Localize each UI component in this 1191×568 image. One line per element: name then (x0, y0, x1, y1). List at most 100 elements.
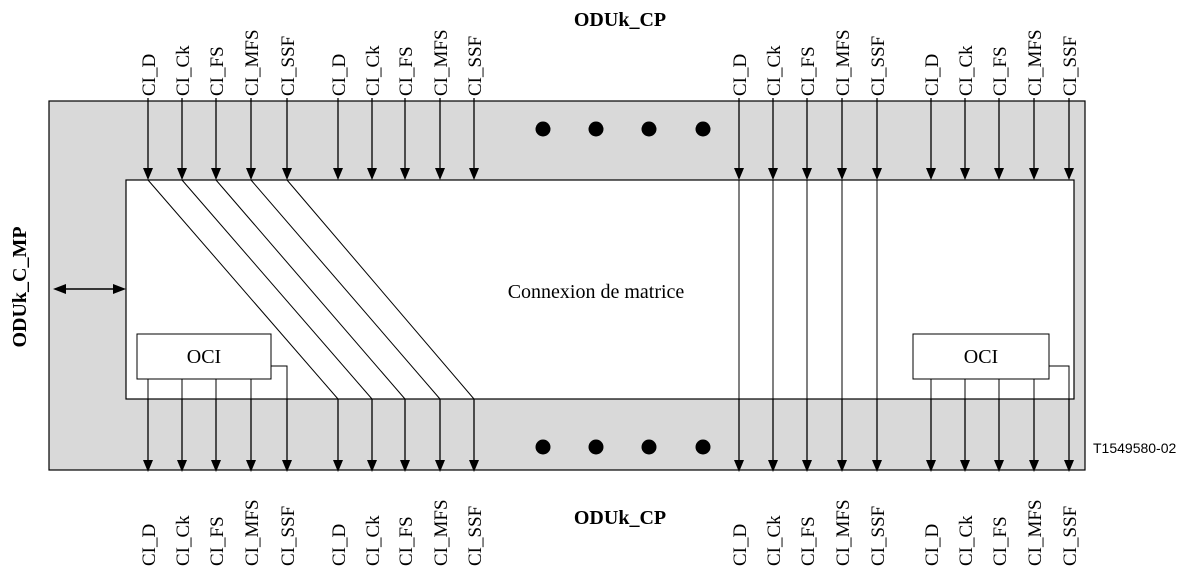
top-signal-label: CI_MFS (833, 29, 854, 96)
bottom-signal-label: CI_MFS (242, 499, 263, 566)
bottom-arrow-ci_mfs (435, 399, 445, 472)
top-signal-label: CI_FS (396, 46, 417, 96)
top-signal-label: CI_FS (798, 46, 819, 96)
oci-right-label: OCI (964, 346, 998, 368)
matrix-connection-lines (147, 179, 1070, 400)
bottom-arrow-ci_ck (960, 399, 970, 472)
bottom-arrow-ci_ssf (1064, 399, 1074, 472)
bottom-arrow-ci_ssf (872, 399, 882, 472)
bottom-signal-label: CI_FS (207, 516, 228, 566)
top-signal-label: CI_SSF (465, 36, 486, 96)
bottom-signal-label: CI_SSF (1060, 506, 1081, 566)
bottom-signal-label: CI_MFS (833, 499, 854, 566)
top-arrow-ci_fs (400, 98, 410, 180)
bottom-arrow-ci_fs (211, 399, 221, 472)
cross-connection-line (250, 179, 441, 400)
top-signal-label: CI_D (329, 54, 350, 96)
bottom-arrow-ci_ck (768, 399, 778, 472)
bottom-signal-label: CI_SSF (465, 506, 486, 566)
top-signal-label: CI_MFS (1025, 29, 1046, 96)
matrix-label: Connexion de matrice (508, 281, 685, 303)
top-signal-label: CI_FS (990, 46, 1011, 96)
figure-id: T1549580-02 (1093, 440, 1177, 456)
top-arrow-ci_ck (768, 98, 778, 180)
bottom-signal-label: CI_Ck (363, 515, 384, 566)
bottom-arrow-ci_mfs (246, 399, 256, 472)
top-arrow-ci_ck (960, 98, 970, 180)
bottom-arrow-ci_mfs (1029, 399, 1039, 472)
top-signal-label: CI_MFS (242, 29, 263, 96)
top-arrow-ci_ssf (282, 98, 292, 180)
bottom-arrow-ci_fs (802, 399, 812, 472)
bottom-port-label: ODUk_CP (574, 507, 666, 529)
top-signal-label: CI_Ck (363, 45, 384, 96)
oci-left-label: OCI (187, 346, 221, 368)
bottom-arrow-ci_ck (177, 399, 187, 472)
cross-connection-line (181, 179, 373, 400)
top-arrow-ci_ck (367, 98, 377, 180)
top-signal-label: CI_D (922, 54, 943, 96)
top-arrow-ci_mfs (246, 98, 256, 180)
bottom-signal-label: CI_FS (990, 516, 1011, 566)
top-arrow-ci_d (333, 98, 343, 180)
cross-connection-line (286, 179, 475, 400)
top-arrow-ci_fs (802, 98, 812, 180)
bottom-arrow-ci_ssf (469, 399, 479, 472)
top-port-label: ODUk_CP (574, 9, 666, 31)
cross-connection-line (147, 179, 339, 400)
bottom-arrow-ci_fs (994, 399, 1004, 472)
top-arrow-ci_ssf (469, 98, 479, 180)
top-signal-label: CI_SSF (1060, 36, 1081, 96)
top-signal-label: CI_Ck (764, 45, 785, 96)
bottom-signal-label: CI_MFS (431, 499, 452, 566)
signal-labels: CI_DCI_DCI_CkCI_CkCI_FSCI_FSCI_MFSCI_MFS… (139, 29, 1081, 566)
bottom-arrow-ci_ssf (282, 399, 292, 472)
top-arrow-ci_ck (177, 98, 187, 180)
bottom-signal-label: CI_SSF (868, 506, 889, 566)
bottom-arrow-ci_fs (400, 399, 410, 472)
oci-right-box (912, 333, 1050, 380)
signal-arrows (143, 98, 1074, 472)
bottom-arrow-ci_ck (367, 399, 377, 472)
top-arrow-ci_fs (994, 98, 1004, 180)
bottom-signal-label: CI_Ck (173, 515, 194, 566)
ellipsis-dots-top (535, 121, 711, 137)
bottom-signal-label: CI_FS (396, 516, 417, 566)
top-arrow-ci_d (143, 98, 153, 180)
management-port-arrow (53, 284, 126, 294)
bottom-signal-label: CI_D (329, 524, 350, 566)
bottom-signal-label: CI_D (730, 524, 751, 566)
top-arrow-ci_fs (211, 98, 221, 180)
top-signal-label: CI_D (139, 54, 160, 96)
oci-ssf-line (271, 365, 288, 399)
oci-ssf-line (1049, 365, 1070, 399)
top-arrow-ci_d (926, 98, 936, 180)
top-arrow-ci_mfs (837, 98, 847, 180)
bottom-arrow-ci_d (734, 399, 744, 472)
top-signal-label: CI_D (730, 54, 751, 96)
top-signal-label: CI_Ck (173, 45, 194, 96)
bottom-signal-label: CI_D (922, 524, 943, 566)
top-arrow-ci_ssf (1064, 98, 1074, 180)
management-port-label: ODUk_C_MP (9, 226, 31, 347)
ellipsis-dots-bottom (535, 439, 711, 455)
top-signal-label: CI_SSF (278, 36, 299, 96)
top-signal-label: CI_SSF (868, 36, 889, 96)
cross-connection-line (215, 179, 406, 400)
top-arrow-ci_mfs (1029, 98, 1039, 180)
bottom-arrow-ci_d (333, 399, 343, 472)
bottom-signal-label: CI_D (139, 524, 160, 566)
bottom-arrow-ci_d (143, 399, 153, 472)
top-arrow-ci_d (734, 98, 744, 180)
top-signal-label: CI_Ck (956, 45, 977, 96)
bottom-signal-label: CI_Ck (764, 515, 785, 566)
bottom-arrow-ci_d (926, 399, 936, 472)
bottom-signal-label: CI_MFS (1025, 499, 1046, 566)
bottom-signal-label: CI_Ck (956, 515, 977, 566)
bottom-signal-label: CI_SSF (278, 506, 299, 566)
top-signal-label: CI_FS (207, 46, 228, 96)
oci-left-box (136, 333, 272, 380)
bottom-arrow-ci_mfs (837, 399, 847, 472)
top-signal-label: CI_MFS (431, 29, 452, 96)
